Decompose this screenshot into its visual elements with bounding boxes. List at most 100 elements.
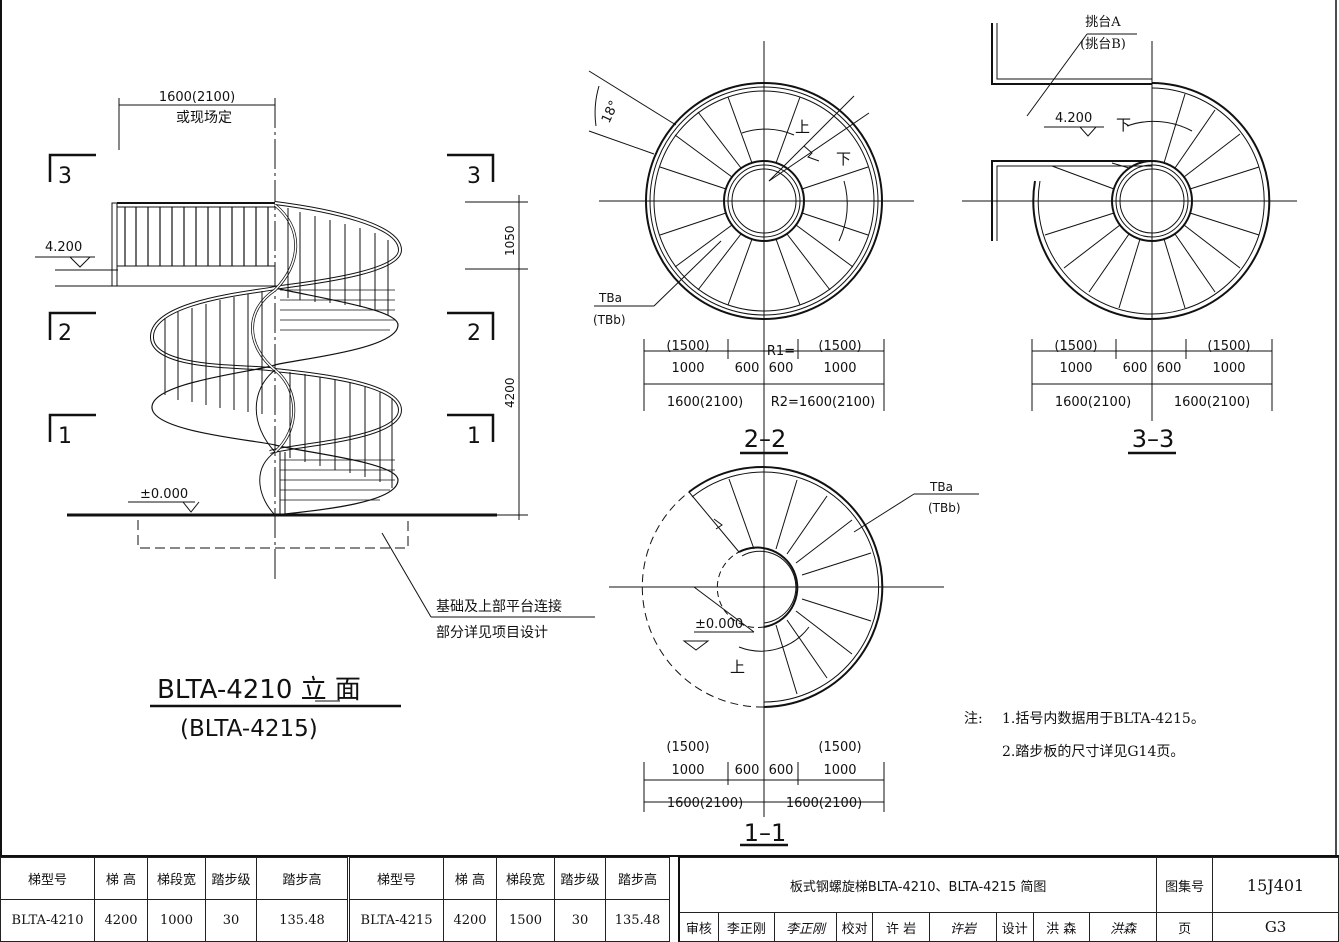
level-4200-label: 4.200	[45, 240, 82, 255]
atlas-number: 15J401	[1212, 857, 1339, 913]
section-mark-1-right: 1	[467, 424, 481, 449]
note-1: 1.括号内数据用于BLTA-4215。	[1002, 711, 1205, 727]
dim-1050: 1050	[503, 225, 517, 256]
cell: 4200	[443, 899, 497, 942]
dim-text: 600	[735, 361, 760, 376]
dim-text: (1500)	[818, 740, 861, 755]
dim-text: (1500)	[818, 339, 861, 354]
elevation-view	[35, 98, 595, 708]
dim-text: 600	[735, 763, 760, 778]
elevation-subtitle: (BLTA-4215)	[180, 716, 318, 742]
dim-text: 1600(2100)	[667, 395, 743, 410]
dim-text: (1500)	[1207, 339, 1250, 354]
cell: 1000	[147, 899, 206, 942]
level-0000-plan: ±0.000	[695, 617, 743, 632]
dim-text: 600	[769, 361, 794, 376]
elevation-top-dim: 1600(2100)	[159, 90, 235, 105]
section-mark-2-left: 2	[58, 321, 72, 346]
drawing-title: 板式钢螺旋梯BLTA-4210、BLTA-4215 简图	[678, 857, 1158, 913]
reviewer-name: 李正刚	[717, 912, 776, 942]
foundation-note-line1: 基础及上部平台连接	[436, 598, 562, 615]
tread-label-1-1: TBa	[929, 480, 953, 494]
cell: 30	[554, 899, 606, 942]
atlas-label: 图集号	[1156, 857, 1214, 913]
section-1-1-plan	[609, 462, 979, 847]
header-cell: 梯段宽	[496, 857, 555, 900]
cell: 135.48	[256, 899, 349, 942]
section-mark-1-left: 1	[58, 424, 72, 449]
platform-label-alt: (挑台B)	[1080, 37, 1126, 52]
dim-text: R1=	[767, 344, 795, 359]
drawing-title-block: 板式钢螺旋梯BLTA-4210、BLTA-4215 简图 图集号 15J401 …	[678, 857, 1339, 942]
page-label: 页	[1156, 912, 1214, 942]
elevation-title: BLTA-4210 立 面	[157, 675, 361, 705]
cell: 1500	[496, 899, 555, 942]
dim-text: 1600(2100)	[1055, 395, 1131, 410]
dim-text: 1600(2100)	[786, 796, 862, 811]
spec-table: 梯型号 梯 高 梯段宽 踏步级 踏步高 梯型号 梯 高 梯段宽 踏步级 踏步高 …	[0, 857, 670, 942]
tread-label-2-2: TBa	[598, 291, 622, 305]
section-2-2-title: 2–2	[744, 425, 787, 453]
dim-text: 600	[1157, 361, 1182, 376]
angle-18-label: 18°	[599, 98, 622, 125]
dim-4200: 4200	[503, 377, 517, 408]
check-label: 校对	[835, 912, 874, 942]
down-label-3-3: 下	[1116, 116, 1131, 134]
section-3-3-plan	[962, 23, 1297, 455]
section-1-1-title: 1–1	[744, 819, 787, 847]
dim-text: 1000	[1059, 361, 1092, 376]
dim-text: (1500)	[666, 740, 709, 755]
level-4200-plan: 4.200	[1055, 111, 1092, 126]
spec-table-row: BLTA-4210 4200 1000 30 135.48 BLTA-4215 …	[0, 899, 670, 942]
cell: BLTA-4215	[347, 899, 444, 942]
dim-text: 1600(2100)	[667, 796, 743, 811]
notes-prefix: 注:	[964, 711, 983, 727]
designer-name: 洪 森	[1032, 912, 1090, 942]
header-cell: 梯段宽	[147, 857, 206, 900]
up-label-2-2: 上	[795, 118, 810, 136]
header-cell: 踏步级	[554, 857, 606, 900]
down-label-2-2: 下	[836, 150, 851, 168]
level-0000-label: ±0.000	[140, 487, 188, 502]
platform-label: 挑台A	[1085, 15, 1121, 30]
drawing-canvas: 1600(2100) 或现场定 3 2 1 3 2 1 4.200 ±0.000…	[0, 0, 1337, 855]
designer-signature: 洪森	[1088, 912, 1158, 942]
dim-text: 1000	[823, 361, 856, 376]
design-label: 设计	[996, 912, 1034, 942]
checker-name: 许 岩	[872, 912, 930, 942]
section-mark-2-right: 2	[467, 321, 481, 346]
dim-text: R2=1600(2100)	[771, 395, 876, 410]
cell: BLTA-4210	[0, 899, 95, 942]
section-2-2-plan	[588, 41, 914, 491]
title-block-area: 梯型号 梯 高 梯段宽 踏步级 踏步高 梯型号 梯 高 梯段宽 踏步级 踏步高 …	[0, 855, 1339, 942]
dim-text: 1000	[1212, 361, 1245, 376]
header-cell: 踏步高	[256, 857, 349, 900]
dim-text: 1600(2100)	[1174, 395, 1250, 410]
dim-text: (1500)	[666, 339, 709, 354]
header-cell: 梯型号	[0, 857, 95, 900]
foundation-note-line2: 部分详见项目设计	[436, 625, 548, 641]
header-cell: 梯 高	[94, 857, 148, 900]
header-cell: 踏步高	[605, 857, 670, 900]
cell: 135.48	[605, 899, 670, 942]
dim-text: 1000	[671, 361, 704, 376]
dim-text: 600	[1123, 361, 1148, 376]
dim-text: 1000	[671, 763, 704, 778]
dim-text: 600	[769, 763, 794, 778]
tread-label-alt-1-1: (TBb)	[928, 501, 961, 515]
section-3-3-title: 3–3	[1132, 425, 1175, 453]
section-mark-3-left: 3	[58, 164, 72, 189]
note-2: 2.踏步板的尺寸详见G14页。	[1002, 744, 1184, 760]
cell: 30	[205, 899, 257, 942]
review-label: 审核	[678, 912, 719, 942]
spec-table-header: 梯型号 梯 高 梯段宽 踏步级 踏步高 梯型号 梯 高 梯段宽 踏步级 踏步高	[0, 857, 670, 900]
header-cell: 梯型号	[347, 857, 444, 900]
dim-text: 1000	[823, 763, 856, 778]
tread-label-alt-2-2: (TBb)	[593, 313, 626, 327]
dim-text: (1500)	[1054, 339, 1097, 354]
section-mark-3-right: 3	[467, 164, 481, 189]
checker-signature: 许岩	[928, 912, 998, 942]
up-label-1-1: 上	[730, 658, 745, 676]
header-cell: 梯 高	[443, 857, 497, 900]
